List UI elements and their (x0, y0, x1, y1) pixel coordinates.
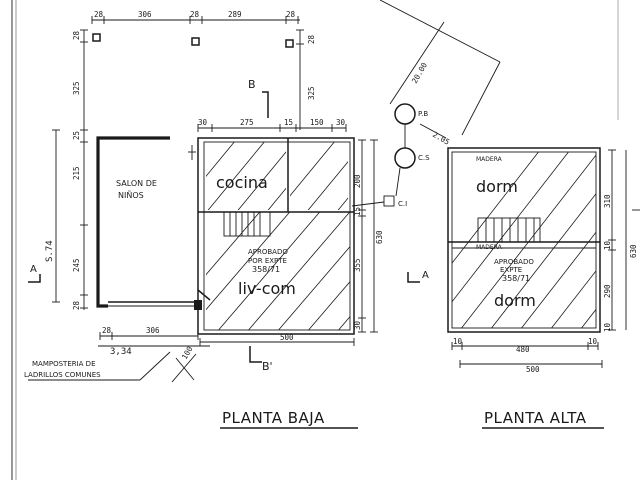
fixture-cs-label: C.S (418, 154, 430, 162)
alta-bottom-dimension-chain: 10 480 10 500 (451, 337, 603, 374)
dim-left-1: 28 (72, 30, 81, 40)
fixture-cs-circle (394, 147, 416, 169)
house-dimension-chain: 30 275 15 150 30 (197, 118, 347, 132)
dim-left-6: 28 (72, 300, 81, 310)
right-top-dimension-chain: 28 325 (296, 29, 316, 130)
dim-side-1: 200 (353, 174, 362, 188)
dim-left-3: 25 (72, 131, 81, 140)
dim-side-3: 355 (353, 258, 362, 272)
dim-top-4: 289 (228, 10, 242, 19)
section-mark-b-prime: B' (249, 346, 273, 373)
planta-baja: 28 306 28 289 28 28 325 25 215 (24, 0, 501, 429)
dim-house-1: 30 (198, 118, 208, 127)
approval-stamp-baja: APROBADO POR EXPTE 358/71 (248, 248, 288, 274)
dim-bottom-5: 500 (280, 333, 294, 342)
section-mark-b: B (248, 78, 269, 118)
title-planta-baja: PLANTA BAJA (222, 409, 325, 427)
stamp-baja-line2: POR EXPTE (248, 257, 287, 265)
room-label-dorm-top: dorm (476, 177, 518, 196)
dim-top-2: 306 (138, 10, 152, 19)
dim-top-1: 28 (94, 10, 104, 19)
dim-alta-right-3: 290 (603, 284, 612, 298)
section-a-right-label: A (422, 270, 429, 281)
dim-side-2: 15 (353, 207, 362, 216)
dim-alta-right-total: 630 (629, 244, 638, 258)
salon-label-1: SALON DE (116, 179, 157, 188)
house-outline (197, 137, 355, 335)
stamp-baja-line3: 358/71 (252, 265, 280, 274)
approval-stamp-alta: APROBADO EXPTE 358/71 (494, 258, 534, 283)
dim-left-2: 325 (72, 81, 81, 95)
dim-bottom-1: 28 (102, 326, 112, 335)
section-b-prime-label: B' (262, 360, 273, 373)
stamp-baja-line1: APROBADO (248, 248, 288, 256)
fixture-pb-circle (394, 103, 416, 125)
fixture-ci-label: C.I (398, 200, 407, 208)
left-dimension-chain: 28 325 25 215 S.74 245 28 (45, 29, 88, 310)
fixture-pb-label: P.B (418, 110, 428, 118)
column-markers (92, 33, 294, 48)
section-mark-a-left: A (28, 264, 41, 283)
section-b-label: B (248, 78, 256, 91)
dim-alta-right-4: 10 (603, 322, 612, 332)
room-label-liv-com: liv-com (238, 279, 296, 298)
madera-label-mid: MADERA (476, 244, 503, 251)
dim-alta-bottom-2: 480 (516, 345, 530, 354)
dim-house-5: 30 (336, 118, 346, 127)
dim-bottom-2: 306 (146, 326, 160, 335)
stamp-alta-line2: EXPTE (500, 266, 522, 274)
site-dim-1: 20.00 (410, 61, 429, 85)
dim-top-3: 28 (190, 10, 200, 19)
top-dimension-chain: 28 306 28 289 28 (91, 10, 300, 24)
dim-side-4: 30 (353, 320, 362, 330)
dim-left-total: S.74 (45, 240, 55, 262)
bottom-dimension-chain: 28 306 3,34 100 500 (98, 326, 355, 383)
title-planta-alta: PLANTA ALTA (484, 409, 587, 427)
dim-house-4: 150 (310, 118, 324, 127)
dim-alta-bottom-1: 10 (453, 337, 463, 346)
site-dim-2: 2.05 (431, 130, 451, 147)
dim-left-5: 245 (72, 258, 81, 272)
masonry-note-line1: MAMPOSTERIA DE (32, 360, 96, 368)
dim-alta-right-1: 310 (603, 194, 612, 208)
floor-hatching (206, 142, 350, 330)
alta-right-dimension-chain: 310 10 290 10 630 (603, 149, 640, 332)
madera-label-top: MADERA (476, 156, 503, 163)
dim-bottom-3: 3,34 (110, 347, 132, 357)
masonry-note: MAMPOSTERIA DE LADRILLOS COMUNES (24, 351, 171, 381)
dim-house-3: 15 (284, 118, 293, 127)
dim-alta-bottom-4: 500 (526, 365, 540, 374)
dim-alta-bottom-3: 10 (588, 337, 598, 346)
dim-right-1: 28 (307, 34, 316, 44)
stamp-alta-line1: APROBADO (494, 258, 534, 266)
side-dimension-chain: 200 15 355 30 630 (353, 139, 384, 333)
section-mark-a-right: A (407, 270, 429, 283)
salon-label-2: NIÑOS (118, 190, 144, 200)
planta-alta: MADERA MADERA dorm dorm APROBADO EXPTE 3… (447, 147, 640, 429)
dim-side-total: 630 (375, 230, 384, 244)
dim-right-2: 325 (307, 86, 316, 100)
stamp-alta-line3: 358/71 (502, 274, 530, 283)
masonry-note-line2: LADRILLOS COMUNES (24, 371, 101, 379)
salon-de-ninos-area: SALON DE NIÑOS (96, 136, 202, 310)
paper-edges (11, 0, 619, 480)
dim-alta-right-2: 10 (603, 240, 612, 250)
room-label-dorm-bottom: dorm (494, 291, 536, 310)
section-a-left-label: A (30, 264, 37, 275)
room-label-cocina: cocina (216, 173, 268, 192)
dim-house-2: 275 (240, 118, 254, 127)
dim-left-4: 215 (72, 166, 81, 180)
dim-top-5: 28 (286, 10, 296, 19)
